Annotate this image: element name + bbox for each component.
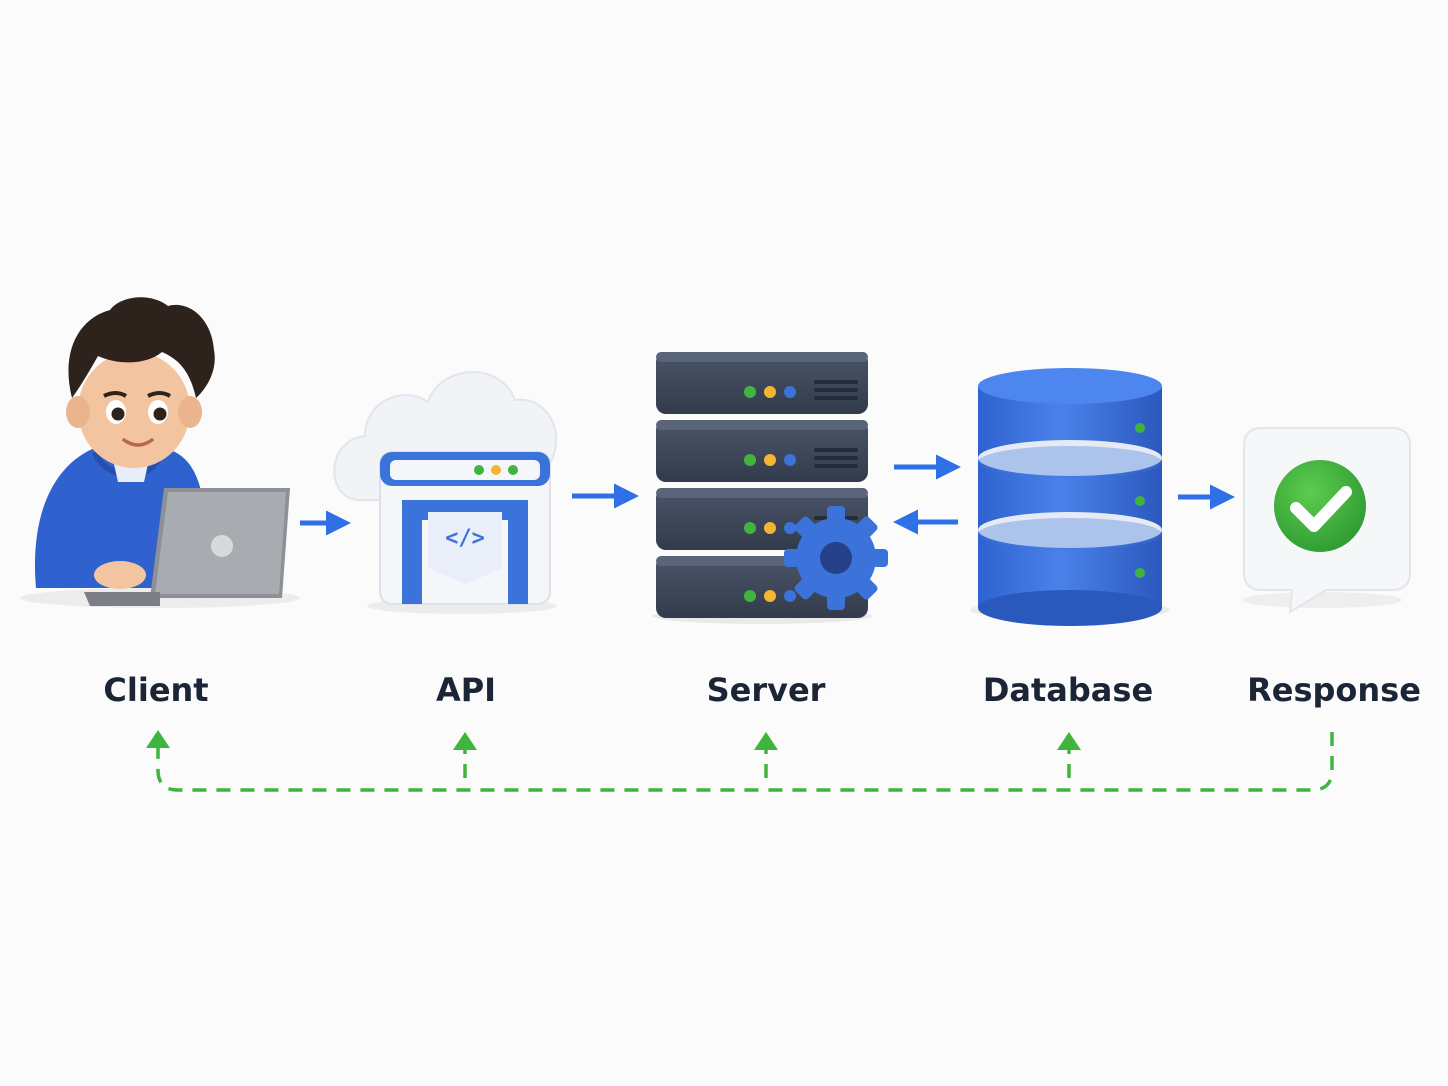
label-api: API: [435, 671, 497, 709]
api-gateway-icon: </>: [333, 371, 558, 614]
label-response: Response: [1247, 671, 1421, 709]
code-glyph-icon: </>: [445, 526, 485, 551]
server-unit: [656, 420, 868, 482]
return-arrowhead-api: [453, 732, 477, 750]
return-arrowhead-server: [754, 732, 778, 750]
return-arrowhead-client: [146, 730, 170, 748]
return-path: [156, 732, 1334, 792]
database-icon: [970, 368, 1170, 626]
return-arrowhead-database: [1057, 732, 1081, 750]
server-rack-icon: [652, 352, 888, 624]
server-unit: [656, 352, 868, 414]
return-path-line: [156, 732, 1334, 792]
checkmark-bubble-icon: [1242, 427, 1411, 614]
database-disk: [978, 512, 1162, 626]
client-laptop-icon: [20, 297, 300, 608]
label-database: Database: [982, 671, 1154, 709]
gear-icon: [784, 506, 888, 610]
label-client: Client: [103, 671, 209, 709]
label-server: Server: [706, 671, 826, 709]
